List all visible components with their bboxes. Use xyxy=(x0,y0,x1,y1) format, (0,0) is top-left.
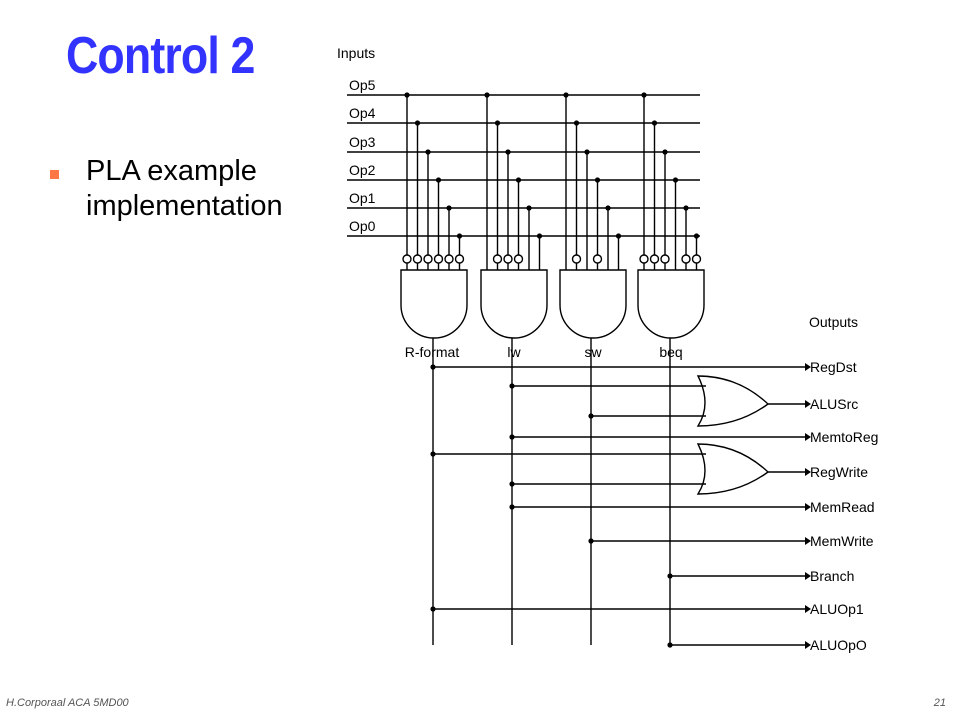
inputs-label: Inputs xyxy=(337,45,375,61)
connection-dot xyxy=(435,177,442,183)
connection-dot xyxy=(588,538,594,544)
arrowhead-icon xyxy=(805,572,811,580)
input-label-op0: Op0 xyxy=(349,218,376,234)
arrowhead-icon xyxy=(805,400,811,408)
connection-dot xyxy=(588,413,594,419)
connection-dot xyxy=(573,120,580,126)
input-label-op5: Op5 xyxy=(349,77,376,93)
inverter-bubble xyxy=(681,254,691,264)
inverter-bubble xyxy=(454,254,465,264)
inverter-bubble xyxy=(412,254,423,264)
and-term-label-beq: beq xyxy=(659,344,682,360)
and-term-label-sw: sw xyxy=(584,344,602,360)
connection-dot xyxy=(430,364,436,370)
inverter-bubble xyxy=(571,254,582,264)
connection-dot xyxy=(505,149,511,155)
output-label-regwrite: RegWrite xyxy=(810,464,868,480)
connection-dot xyxy=(563,92,569,98)
connection-dot xyxy=(509,434,515,440)
connection-dot xyxy=(430,606,436,612)
output-label-aluopo: ALUOpO xyxy=(810,637,867,653)
output-label-alusrc: ALUSrc xyxy=(810,396,858,412)
or-gate-regwrite xyxy=(696,443,770,495)
connection-dot xyxy=(509,481,515,487)
arrowhead-icon xyxy=(805,605,811,613)
and-gate-lw xyxy=(480,269,548,339)
slide-title: Control 2 xyxy=(66,27,255,85)
input-label-op1: Op1 xyxy=(349,190,376,206)
inverter-bubble xyxy=(660,254,670,264)
connection-dot xyxy=(494,120,501,126)
footer-text: H.Corporaal ACA 5MD00 xyxy=(6,697,129,709)
and-term-label-lw: lw xyxy=(507,344,521,360)
connection-dot xyxy=(509,383,515,389)
or-gate-alusrc xyxy=(696,375,770,427)
connection-dot xyxy=(584,149,590,155)
inverter-bubble xyxy=(639,254,649,264)
connection-dot xyxy=(672,177,679,183)
inverter-bubble xyxy=(503,254,513,264)
connection-dot xyxy=(456,233,463,239)
arrowhead-icon xyxy=(805,503,811,511)
connection-dot xyxy=(425,149,431,155)
inverter-bubble xyxy=(592,254,603,264)
output-label-aluop1: ALUOp1 xyxy=(810,601,864,617)
connection-dot xyxy=(615,233,622,239)
and-gate-r-format xyxy=(400,269,468,339)
inverter-bubble xyxy=(423,254,433,264)
arrowhead-icon xyxy=(805,641,811,649)
connection-dot xyxy=(446,205,452,211)
output-label-memwrite: MemWrite xyxy=(810,533,874,549)
and-term-label-r-format: R-format xyxy=(405,344,460,360)
connection-dot xyxy=(515,177,522,183)
arrowhead-icon xyxy=(805,537,811,545)
connection-dot xyxy=(605,205,611,211)
outputs-label: Outputs xyxy=(809,314,858,330)
connection-dot xyxy=(683,205,689,211)
connection-dot xyxy=(404,92,410,98)
connection-dot xyxy=(641,92,647,98)
and-gate-beq xyxy=(637,269,705,339)
connection-dot xyxy=(414,120,421,126)
inverter-bubble xyxy=(513,254,524,264)
connection-dot xyxy=(693,233,700,239)
output-label-memtoreg: MemtoReg xyxy=(810,429,878,445)
inverter-bubble xyxy=(649,254,660,264)
connection-dot xyxy=(594,177,601,183)
inverter-bubble xyxy=(433,254,444,264)
arrowhead-icon xyxy=(805,468,811,476)
inverter-bubble xyxy=(402,254,412,264)
connection-dot xyxy=(651,120,658,126)
arrowhead-icon xyxy=(805,433,811,441)
input-label-op3: Op3 xyxy=(349,134,376,150)
connection-dot xyxy=(536,233,543,239)
connection-dot xyxy=(667,573,673,579)
connection-dot xyxy=(667,642,673,648)
bullet-text: PLA example implementation xyxy=(86,155,283,222)
page-number: 21 xyxy=(933,697,946,709)
output-label-regdst: RegDst xyxy=(810,359,857,375)
inverter-bubble xyxy=(492,254,503,264)
and-gate-sw xyxy=(559,269,627,339)
input-label-op4: Op4 xyxy=(349,105,376,121)
arrowhead-icon xyxy=(805,363,811,371)
connection-dot xyxy=(484,92,490,98)
connection-dot xyxy=(526,205,532,211)
inverter-bubble xyxy=(691,254,702,264)
output-label-memread: MemRead xyxy=(810,499,875,515)
bullet-square-icon xyxy=(50,170,59,179)
connection-dot xyxy=(509,504,515,510)
connection-dot xyxy=(430,451,436,457)
output-label-branch: Branch xyxy=(810,568,854,584)
input-label-op2: Op2 xyxy=(349,162,376,178)
connection-dot xyxy=(662,149,668,155)
inverter-bubble xyxy=(444,254,454,264)
